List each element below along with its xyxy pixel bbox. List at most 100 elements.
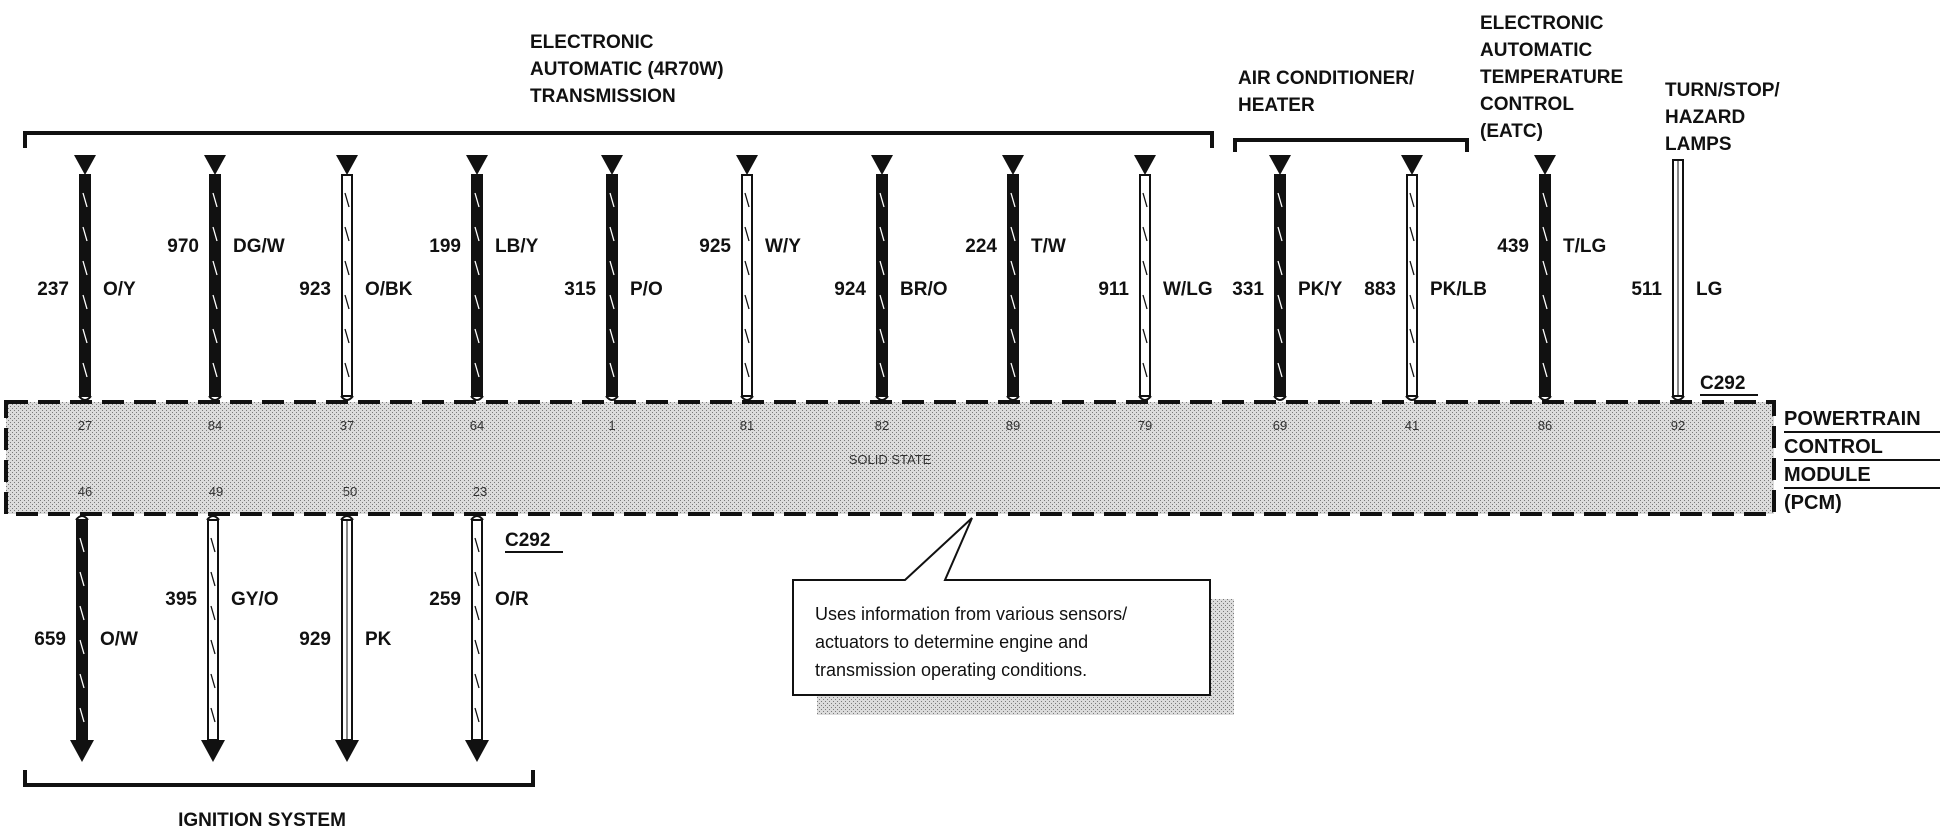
- top-wire-color-code: W/Y: [765, 236, 801, 257]
- top-wire-stripe: [1409, 260, 1415, 276]
- bottom-wire-stripe: [474, 673, 480, 689]
- top-wire-circuit-number: 331: [1232, 279, 1264, 300]
- bottom-wire: [207, 519, 219, 741]
- bottom-wire-pin-number: 49: [209, 484, 223, 499]
- top-wire-terminal: [1538, 395, 1552, 401]
- pcm-name-line: CONTROL: [1784, 436, 1883, 458]
- top-wire-pin-number: 1: [608, 418, 615, 433]
- top-wire-stripe: [1409, 226, 1415, 242]
- top-wire-terminal: [740, 395, 754, 401]
- label-transmission-line: ELECTRONIC: [530, 32, 654, 53]
- bottom-wire-stripe: [210, 639, 216, 655]
- bottom-wire-pin-number: 23: [473, 484, 487, 499]
- top-wire-stripe: [1409, 192, 1415, 208]
- top-wire-circuit-number: 883: [1364, 279, 1396, 300]
- top-wire: [1539, 174, 1551, 397]
- top-wire-circuit-number: 924: [834, 279, 866, 300]
- bracket-transmission: [23, 131, 1214, 148]
- top-wire-circuit-number: 237: [37, 279, 69, 300]
- top-wire-stripe: [879, 226, 885, 242]
- top-wire-stripe: [1542, 294, 1548, 310]
- top-wire-circuit-number: 970: [167, 236, 199, 257]
- top-wire-stripe: [744, 260, 750, 276]
- top-wire-arrow-icon: [601, 155, 623, 175]
- top-wire-pin-number: 81: [740, 418, 754, 433]
- bottom-wire-stripe: [210, 707, 216, 723]
- bottom-wire-pin-number: 50: [343, 484, 357, 499]
- top-wire-stripe: [212, 294, 218, 310]
- top-wire-stripe: [879, 362, 885, 378]
- top-wire-stripe: [82, 260, 88, 276]
- bottom-wire-arrow-icon: [465, 740, 489, 762]
- bottom-wire-color-code: GY/O: [231, 589, 279, 610]
- top-wire-stripe: [1542, 328, 1548, 344]
- top-wire-color-code: PK/LB: [1430, 279, 1487, 300]
- label-transmission-line: TRANSMISSION: [530, 86, 676, 107]
- top-wire-stripe: [344, 226, 350, 242]
- top-wire-stripe: [344, 192, 350, 208]
- bottom-wire-circuit-number: 929: [299, 629, 331, 650]
- top-wire-arrow-icon: [1002, 155, 1024, 175]
- label-eatc-line: TEMPERATURE: [1480, 67, 1623, 88]
- bottom-wire-terminal: [340, 515, 354, 521]
- top-wire-stripe: [344, 294, 350, 310]
- top-wire-stripe: [1277, 192, 1283, 208]
- top-wire-pin-number: 79: [1138, 418, 1152, 433]
- top-wire-stripe: [344, 362, 350, 378]
- bottom-wire-stripe: [210, 673, 216, 689]
- label-ac-heater-line: AIR CONDITIONER/: [1238, 68, 1415, 89]
- top-wire-stripe: [474, 294, 480, 310]
- callout-text: Uses information from various sensors/ a…: [815, 604, 1132, 680]
- top-wire-stripe: [1409, 362, 1415, 378]
- top-wire-terminal: [78, 395, 92, 401]
- top-wire-stripe: [82, 294, 88, 310]
- top-wire-color-code: O/BK: [365, 279, 413, 300]
- top-wire-circuit-number: 224: [965, 236, 997, 257]
- top-wire-color-code: LB/Y: [495, 236, 539, 257]
- top-wire-stripe: [609, 192, 615, 208]
- top-wire-stripe: [1277, 260, 1283, 276]
- top-wire-stripe: [1542, 192, 1548, 208]
- bottom-wire-stripe: [79, 639, 85, 655]
- bottom-wire-circuit-number: 395: [165, 589, 197, 610]
- top-wire-stripe: [1010, 294, 1016, 310]
- bottom-wire-stripe: [79, 605, 85, 621]
- bottom-wire-terminal: [470, 515, 484, 521]
- top-wire-arrow-icon: [1134, 155, 1156, 175]
- bracket-ignition: [23, 770, 535, 787]
- bottom-wire-stripe: [474, 571, 480, 587]
- bottom-wire: [471, 519, 483, 741]
- top-wire-stripe: [82, 362, 88, 378]
- callout-line: actuators to determine engine and: [815, 632, 1088, 652]
- top-wire-stripe: [879, 328, 885, 344]
- top-wire-stripe: [609, 226, 615, 242]
- top-wire-color-code: BR/O: [900, 279, 948, 300]
- bottom-wire-stripe: [79, 571, 85, 587]
- bottom-wire: [76, 519, 88, 741]
- top-wire-arrow-icon: [736, 155, 758, 175]
- top-wire-stripe: [1010, 226, 1016, 242]
- top-wire-stripe: [212, 192, 218, 208]
- label-eatc-line: AUTOMATIC: [1480, 40, 1593, 61]
- bottom-wire-stripe: [79, 707, 85, 723]
- bottom-wire-color-code: O/R: [495, 589, 529, 610]
- top-wire-circuit-number: 199: [429, 236, 461, 257]
- bottom-wire-terminal: [206, 515, 220, 521]
- top-wire-pin-number: 69: [1273, 418, 1287, 433]
- top-wire-stripe: [609, 294, 615, 310]
- label-turn-line: TURN/STOP/: [1665, 80, 1780, 101]
- label-transmission-line: AUTOMATIC (4R70W): [530, 59, 724, 80]
- label-ac-heater-line: HEATER: [1238, 95, 1315, 116]
- top-wire-stripe: [82, 192, 88, 208]
- label-turn-stop-hazard: TURN/STOP/ HAZARD LAMPS: [1665, 80, 1785, 155]
- top-wire-stripe: [1142, 294, 1148, 310]
- top-wire-stripe: [82, 328, 88, 344]
- top-wire-circuit-number: 925: [699, 236, 731, 257]
- top-wire-stripe: [1010, 362, 1016, 378]
- top-wire-stripe: [1142, 328, 1148, 344]
- top-wire-arrow-icon: [336, 155, 358, 175]
- top-wire-pin-number: 84: [208, 418, 222, 433]
- top-wire-stripe: [1277, 294, 1283, 310]
